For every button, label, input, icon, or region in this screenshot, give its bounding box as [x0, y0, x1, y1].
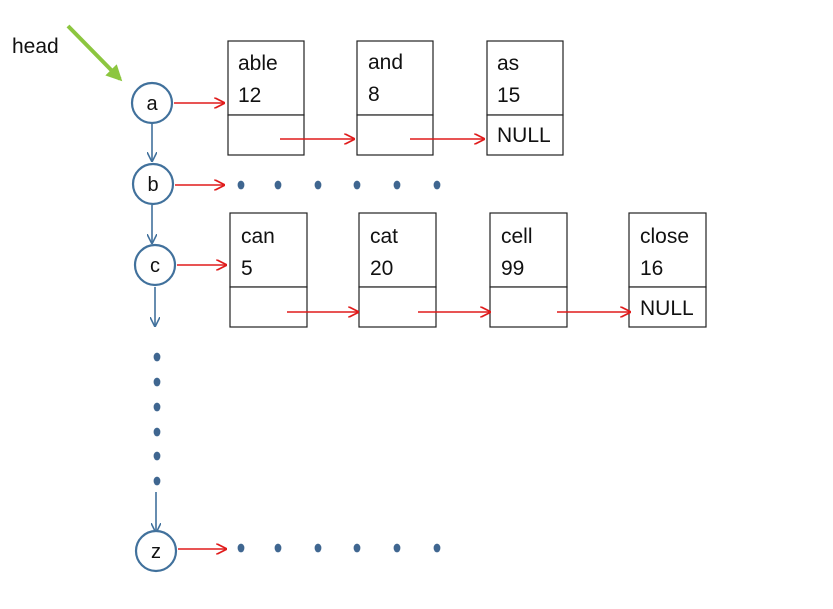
horizontal-ellipsis-b	[237, 180, 441, 190]
word-text: can	[241, 225, 275, 248]
word-text: able	[238, 52, 278, 75]
node-c: c	[133, 243, 177, 287]
count-text: 8	[368, 83, 380, 106]
word-text: as	[497, 52, 519, 75]
word-text: cell	[501, 225, 533, 248]
count-text: 15	[497, 84, 520, 107]
head-label: head	[12, 35, 59, 58]
vertical-ellipsis	[153, 352, 161, 486]
list-node-close: close 16 NULL	[628, 212, 707, 328]
count-text: 16	[640, 257, 663, 280]
node-b: b	[131, 162, 175, 206]
node-b-label: b	[147, 174, 158, 196]
list-node-able: able 12	[227, 40, 305, 156]
count-text: 5	[241, 257, 253, 280]
word-text: and	[368, 51, 403, 74]
node-z: z	[134, 529, 178, 573]
head-arrow	[66, 24, 123, 82]
node-a-label: a	[146, 93, 158, 115]
list-node-cell: cell 99	[489, 212, 568, 328]
null-text: NULL	[497, 124, 551, 147]
word-text: cat	[370, 225, 398, 248]
count-text: 99	[501, 257, 524, 280]
node-z-label: z	[151, 541, 161, 563]
horizontal-ellipsis-z	[237, 543, 441, 553]
list-c: can 5 cat 20 cell 99 close 16 NULL	[229, 212, 707, 328]
list-node-can: can 5	[229, 212, 308, 328]
node-c-label: c	[150, 255, 160, 277]
list-node-as: as 15 NULL	[486, 40, 564, 156]
word-text: close	[640, 225, 689, 248]
list-node-and: and 8	[356, 40, 434, 156]
list-a: able 12 and 8 as 15 NULL	[227, 40, 564, 156]
list-node-cat: cat 20	[358, 212, 437, 328]
node-a: a	[130, 81, 174, 125]
null-text: NULL	[640, 297, 694, 320]
count-text: 20	[370, 257, 393, 280]
count-text: 12	[238, 84, 261, 107]
